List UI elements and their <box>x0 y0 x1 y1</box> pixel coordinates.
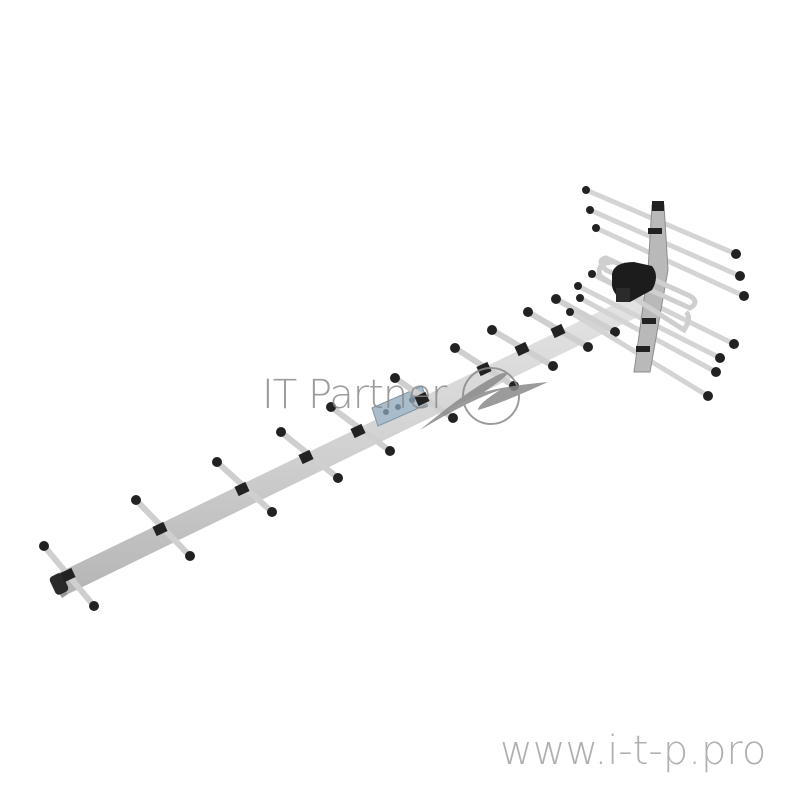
director-elements <box>39 294 620 611</box>
watermark-brand-text: IT Partner <box>262 372 447 418</box>
swoosh-circle-logo <box>420 367 548 430</box>
watermark-url-text: www.i-t-p.pro <box>500 728 767 774</box>
antenna-boom <box>49 292 652 598</box>
amplifier-housing <box>612 262 656 302</box>
